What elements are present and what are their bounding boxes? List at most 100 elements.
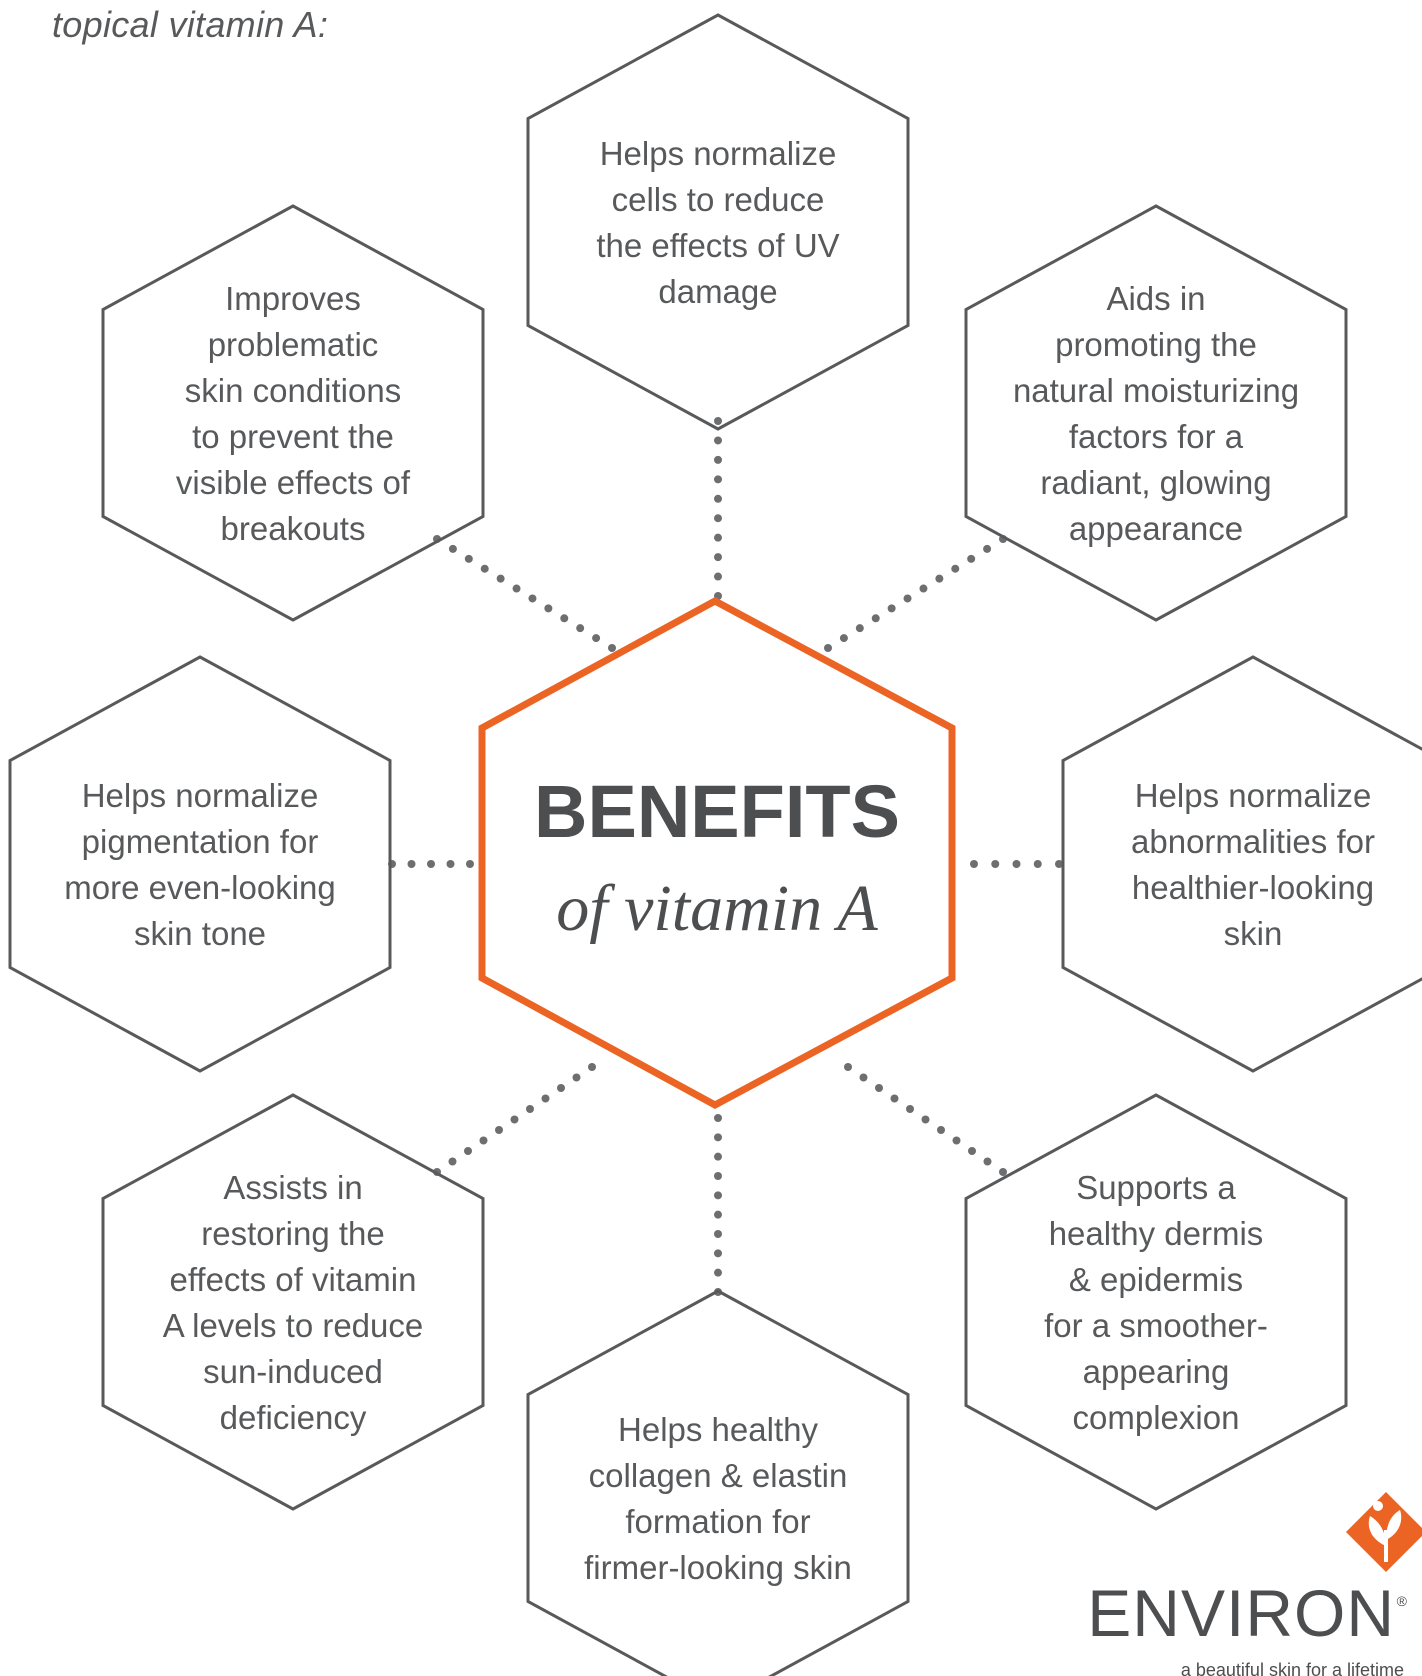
benefit-right: Helps normalize abnormalities for healthie… <box>1061 655 1422 1073</box>
connector-dot <box>448 1157 457 1166</box>
center-title: BENEFITS <box>534 770 900 853</box>
center-subtitle: of vitamin A <box>556 872 878 945</box>
benefit-line: damage <box>658 273 777 310</box>
benefit-line: problematic <box>208 326 379 363</box>
connector-dot <box>526 1105 534 1113</box>
connector-dot <box>592 634 601 643</box>
connector-dot <box>512 584 521 593</box>
connector-dot <box>844 1063 852 1071</box>
connector-dot <box>859 1073 868 1082</box>
connector-0 <box>714 417 722 600</box>
benefit-line: the effects of UV <box>596 227 839 264</box>
connector-dot <box>824 644 832 652</box>
connector-dot <box>714 572 722 581</box>
connector-7 <box>714 1114 722 1296</box>
benefit-line: pigmentation for <box>82 823 319 860</box>
connector-dot <box>714 533 722 542</box>
benefit-line: skin conditions <box>185 372 401 409</box>
benefit-lower-right-hexagon <box>964 1093 1348 1511</box>
benefit-right-text: Helps normalize abnormalities for healthie… <box>1131 777 1375 952</box>
connector-dot <box>714 514 722 523</box>
connector-dot <box>714 1114 722 1122</box>
connector-dot <box>855 624 864 633</box>
connector-dot <box>937 1126 945 1134</box>
benefit-line: radiant, glowing <box>1040 464 1271 501</box>
benefit-line: appearance <box>1069 510 1243 547</box>
connector-3 <box>388 860 474 868</box>
benefit-line: collagen & elastin <box>589 1457 848 1494</box>
benefit-line: Helps normalize <box>1135 777 1372 814</box>
connector-dot <box>541 1094 550 1103</box>
benefit-line: deficiency <box>220 1399 367 1436</box>
connector-dot <box>714 1172 722 1180</box>
connector-2 <box>824 535 1007 652</box>
benefit-bottom-hexagon <box>526 1289 910 1676</box>
connector-dot <box>714 1230 722 1238</box>
connector-dot <box>1033 860 1042 868</box>
connector-dot <box>887 604 896 613</box>
connector-dot <box>919 584 928 593</box>
connector-dot <box>427 860 435 868</box>
connector-6 <box>844 1063 1007 1176</box>
connector-dot <box>480 564 489 573</box>
benefit-top: Helps normalize cells to reduce the effect… <box>526 13 910 431</box>
benefit-line: complexion <box>1073 1399 1240 1436</box>
benefit-line: formation for <box>625 1503 810 1540</box>
connector-dot <box>572 1073 581 1082</box>
connector-4 <box>970 860 1063 868</box>
benefit-line: Aids in <box>1106 280 1205 317</box>
brand-tagline: a beautiful skin for a lifetime <box>1181 1660 1404 1676</box>
benefit-line: healthier-looking <box>1132 869 1374 906</box>
environ-logo: ENVIRON ® a beautiful skin for a lifetim… <box>1087 1492 1422 1676</box>
connector-dot <box>839 634 848 643</box>
registered-mark: ® <box>1397 1593 1408 1609</box>
connector-dot <box>714 1268 722 1277</box>
connector-dot <box>999 1168 1007 1176</box>
benefit-line: to prevent the <box>192 418 394 455</box>
benefit-left-hexagon <box>8 655 392 1073</box>
connector-dot <box>1012 860 1021 868</box>
benefit-line: & epidermis <box>1069 1261 1243 1298</box>
connector-dot <box>714 436 722 445</box>
benefit-upper-left: Improves problematic skin conditions to pre… <box>101 204 485 622</box>
connector-dot <box>921 1115 930 1124</box>
benefit-right-hexagon <box>1061 655 1422 1073</box>
benefit-line: skin tone <box>134 915 266 952</box>
connector-dot <box>951 564 960 573</box>
connector-dot <box>991 860 1000 868</box>
connector-dot <box>714 1152 722 1161</box>
benefit-hexagons: Helps normalize cells to reduce the effect… <box>8 13 1422 1676</box>
connector-dot <box>576 624 585 633</box>
benefit-upper-right-hexagon <box>964 204 1348 622</box>
benefit-line: Helps healthy <box>618 1411 818 1448</box>
benefit-line: Supports a <box>1076 1169 1236 1206</box>
benefit-bottom-text: Helps healthy collagen & elastin formation… <box>584 1411 852 1586</box>
benefit-line: Helps normalize <box>600 135 837 172</box>
benefit-line: healthy dermis <box>1049 1215 1264 1252</box>
benefit-line: cells to reduce <box>612 181 825 218</box>
connector-dot <box>495 1126 503 1134</box>
connector-dot <box>714 494 722 503</box>
connector-dot <box>608 644 616 652</box>
benefit-line: effects of vitamin <box>169 1261 416 1298</box>
connector-dot <box>528 594 537 603</box>
connector-5 <box>433 1063 596 1176</box>
benefit-line: Assists in <box>223 1169 362 1206</box>
connector-dot <box>407 860 416 868</box>
center-hexagon-outline <box>478 597 956 1109</box>
brand-name: ENVIRON <box>1087 1576 1395 1650</box>
connector-dot <box>588 1063 596 1071</box>
connector-dot <box>983 544 992 553</box>
connector-1 <box>433 535 616 652</box>
environ-leaf-icon <box>1346 1492 1422 1572</box>
connector-dot <box>510 1115 519 1124</box>
benefit-line: abnormalities for <box>1131 823 1375 860</box>
benefit-line: Improves <box>225 280 361 317</box>
